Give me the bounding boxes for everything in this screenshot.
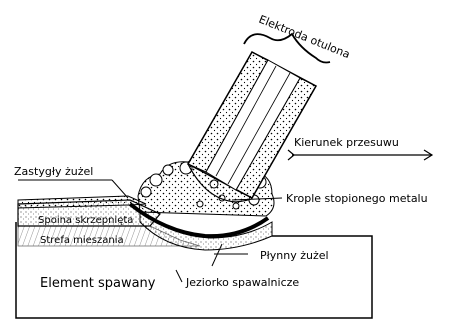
direction-arrow: [288, 150, 432, 160]
label-mixing-zone: Strefa mieszania: [40, 235, 124, 246]
electrode: [188, 52, 316, 202]
label-weld-pool: Jeziorko spawalnicze: [185, 276, 299, 289]
label-weld: Spoina skrzepnięta: [38, 215, 133, 226]
label-workpiece: Element spawany: [40, 276, 156, 291]
label-droplets: Krople stopionego metalu: [286, 192, 428, 205]
label-electrode: Elektroda otulona: [257, 13, 352, 61]
label-solid-slag: Zastygły żużel: [14, 165, 93, 178]
label-direction: Kierunek przesuwu: [294, 136, 399, 149]
label-liquid-slag: Płynny żużel: [260, 249, 329, 262]
